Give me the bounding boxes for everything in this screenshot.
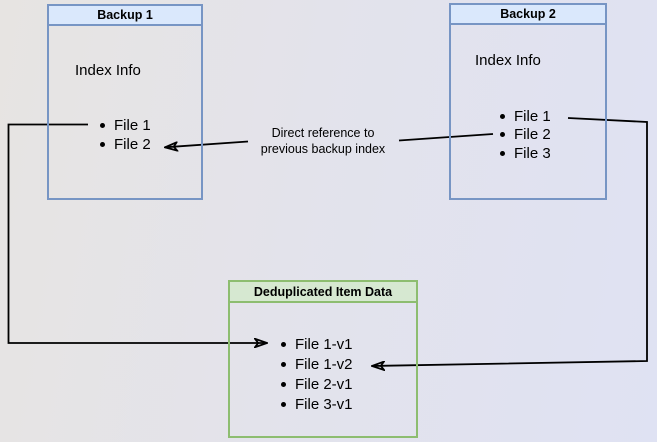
arrow-direct-reference	[165, 133, 494, 147]
list-item-label: File 2-v1	[295, 375, 353, 393]
list-item-label: File 1-v1	[295, 335, 353, 353]
list-item-label: File 3	[514, 144, 551, 162]
list-item: File 2	[500, 126, 551, 145]
arrow-backup2-file1-to-dedup	[372, 117, 648, 366]
list-item: File 1-v2	[281, 354, 353, 374]
bullet-icon	[281, 381, 286, 387]
bullet-icon	[281, 361, 286, 367]
bullet-icon	[500, 132, 505, 138]
list-item: File 2	[100, 135, 151, 154]
list-item: File 1	[500, 107, 551, 126]
bullet-icon	[281, 341, 286, 347]
backup1-node: Backup 1 Index Info File 1 File 2	[47, 4, 203, 200]
list-item-label: File 1	[114, 117, 151, 134]
bullet-icon	[500, 113, 505, 119]
list-item-label: File 2	[114, 136, 151, 153]
bullet-icon	[100, 123, 105, 128]
bullet-icon	[100, 142, 105, 147]
bullet-icon	[281, 401, 286, 407]
list-item: File 1-v1	[281, 334, 353, 354]
list-item-label: File 3-v1	[295, 395, 353, 413]
list-item-label: File 2	[514, 126, 551, 144]
dedup-node: Deduplicated Item Data File 1-v1 File 1-…	[228, 280, 418, 438]
dedup-title: Deduplicated Item Data	[230, 282, 416, 303]
dedup-file-list: File 1-v1 File 1-v2 File 2-v1 File 3-v1	[281, 334, 353, 414]
list-item-label: File 1	[514, 107, 551, 125]
backup1-title: Backup 1	[49, 6, 201, 26]
backup2-title: Backup 2	[451, 5, 605, 25]
direct-reference-label: Direct reference to previous backup inde…	[260, 126, 386, 156]
list-item: File 3-v1	[281, 394, 353, 414]
list-item: File 1	[100, 116, 151, 135]
list-item-label: File 1-v2	[295, 355, 353, 373]
backup2-node: Backup 2 Index Info File 1 File 2 File 3	[449, 3, 607, 200]
list-item: File 3	[500, 144, 551, 163]
backup2-file-list: File 1 File 2 File 3	[500, 107, 551, 163]
bullet-icon	[500, 150, 505, 156]
backup2-index-info: Index Info	[475, 52, 541, 69]
backup1-index-info: Index Info	[75, 62, 141, 79]
backup1-file-list: File 1 File 2	[100, 116, 151, 154]
list-item: File 2-v1	[281, 374, 353, 394]
